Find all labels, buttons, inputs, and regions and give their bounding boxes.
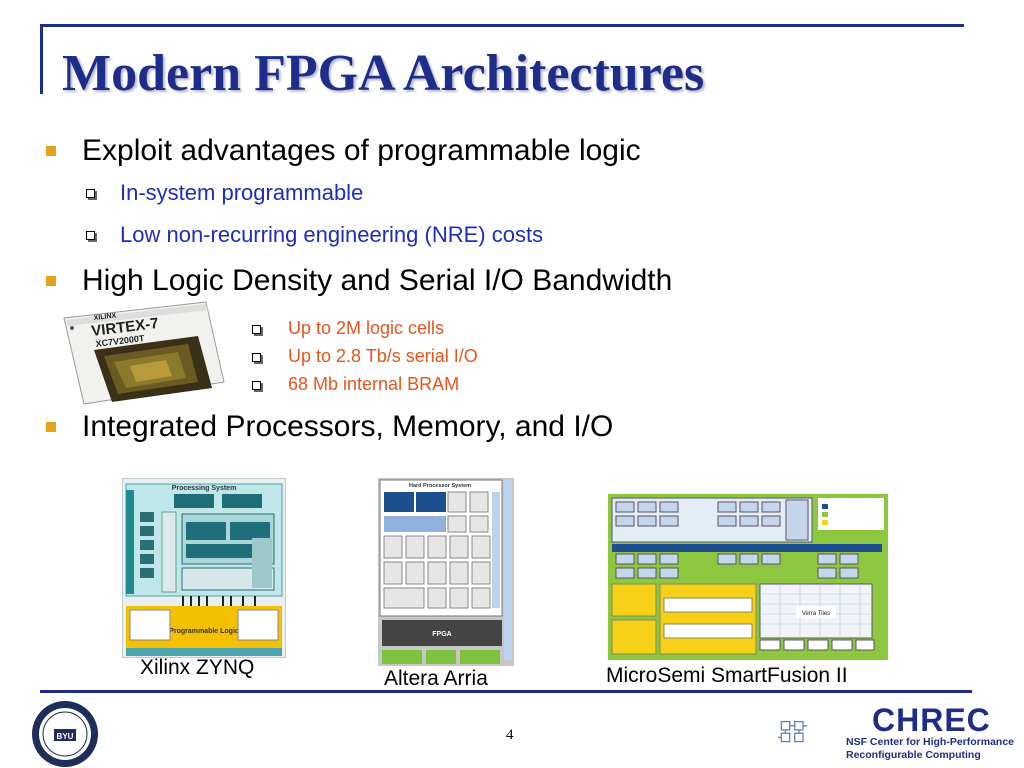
seal-text: BYU bbox=[57, 732, 74, 741]
bullet-text: Exploit advantages of programmable logic bbox=[82, 134, 641, 167]
virtex-7-chip-image: XILINX VIRTEX-7 XC7V2000T bbox=[63, 301, 225, 405]
hollow-square-icon bbox=[252, 325, 261, 334]
arria-caption: Altera Arria bbox=[384, 667, 488, 690]
sub-bullet-text: In-system programmable bbox=[120, 180, 364, 205]
zynq-caption: Xilinx ZYNQ bbox=[140, 656, 255, 679]
bullet-text: High Logic Density and Serial I/O Bandwi… bbox=[82, 264, 673, 297]
chrec-subtitle-line1: NSF Center for High-Performance bbox=[846, 736, 1015, 748]
chrec-wordmark: CHREC bbox=[872, 702, 991, 738]
slide-title: Modern FPGA Architectures bbox=[62, 45, 705, 102]
chrec-subtitle: NSF Center for High-Performance Reconfig… bbox=[846, 736, 1014, 762]
sub-bullet-text: Up to 2.8 Tb/s serial I/O bbox=[288, 346, 478, 366]
sub-bullet-text: Low non-recurring engineering (NRE) cost… bbox=[120, 222, 544, 247]
title-frame-top-line bbox=[40, 24, 964, 27]
hollow-square-icon bbox=[252, 381, 261, 390]
byu-seal-logo: BYU bbox=[32, 701, 98, 767]
footer-divider-line bbox=[40, 690, 972, 693]
smartfusion-block-diagram: Verra Tiles bbox=[608, 494, 888, 660]
zynq-programmable-logic-label: Programmable Logic bbox=[169, 628, 239, 635]
smartfusion-caption: MicroSemi SmartFusion II bbox=[606, 664, 848, 687]
chrec-subtitle-line2: Reconfigurable Computing bbox=[846, 749, 981, 761]
bullet-square-icon bbox=[46, 276, 56, 286]
hollow-square-icon bbox=[252, 353, 261, 362]
bullet-square-icon bbox=[46, 146, 56, 156]
hollow-square-icon bbox=[86, 231, 95, 240]
sub-bullet-text: 68 Mb internal BRAM bbox=[288, 374, 460, 394]
zynq-block-diagram: Processing System Programmable Logic bbox=[122, 478, 286, 658]
arria-diagram-title: Hard Processor System bbox=[409, 483, 471, 489]
smartfusion-fabric-label: Verra Tiles bbox=[802, 611, 830, 617]
title-frame-left-line bbox=[40, 24, 43, 94]
bullet-square-icon bbox=[46, 422, 56, 432]
sub-bullet-text: Up to 2M logic cells bbox=[288, 318, 445, 338]
arria-fpga-label: FPGA bbox=[432, 631, 451, 638]
zynq-diagram-title: Processing System bbox=[172, 485, 237, 492]
chip-brand-label: XILINX bbox=[93, 312, 117, 322]
arria-block-diagram: Hard Processor System FPGA bbox=[378, 478, 514, 666]
hollow-square-icon bbox=[86, 189, 95, 198]
bullet-text: Integrated Processors, Memory, and I/O bbox=[82, 410, 614, 443]
page-number: 4 bbox=[506, 727, 514, 743]
chrec-logo-mark bbox=[778, 720, 808, 743]
